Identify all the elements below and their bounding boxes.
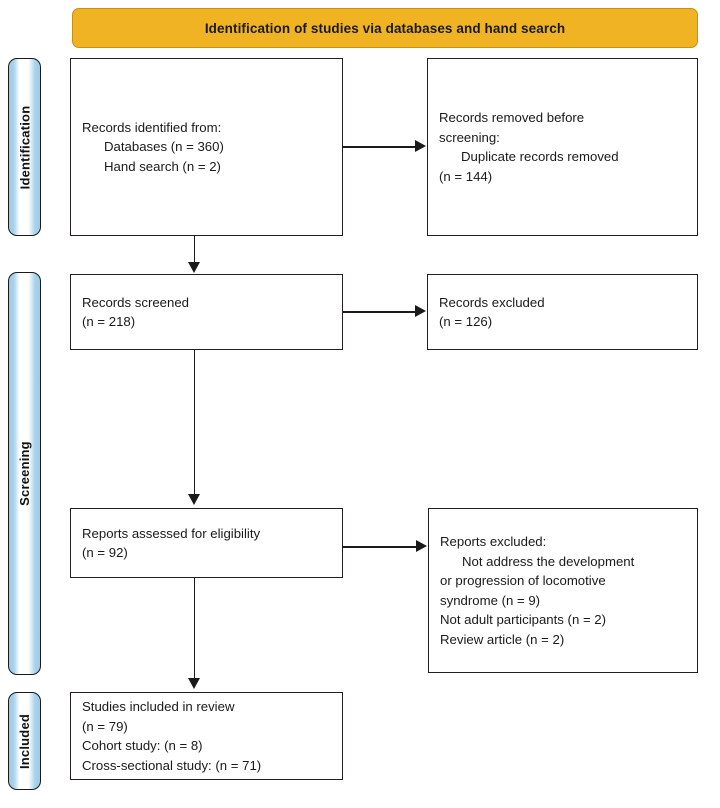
box-line: (n = 126) bbox=[439, 314, 493, 329]
box-line: Cohort study: (n = 8) bbox=[82, 738, 203, 753]
arrowhead-screened-to-excluded bbox=[415, 304, 426, 317]
box-reports-assessed: Reports assessed for eligibility (n = 92… bbox=[70, 508, 343, 578]
stage-label-identification: Identification bbox=[17, 105, 33, 189]
stage-tab-screening: Screening bbox=[8, 272, 41, 675]
box-line: Hand search (n = 2) bbox=[104, 158, 221, 174]
box-line: Reports excluded: bbox=[440, 534, 547, 549]
stage-tab-identification: Identification bbox=[8, 58, 41, 236]
box-line: Duplicate records removed bbox=[461, 149, 619, 164]
arrowhead-screened-to-assessed bbox=[187, 494, 200, 505]
box-line: syndrome (n = 9) bbox=[440, 592, 541, 608]
box-reports-excluded: Reports excluded: Not address the develo… bbox=[428, 508, 698, 673]
box-records-removed: Records removed before screening: Duplic… bbox=[427, 58, 698, 236]
box-line: Not adult participants (n = 2) bbox=[440, 612, 607, 627]
box-line: Cross-sectional study: (n = 71) bbox=[82, 757, 262, 773]
connector-assessed-to-included bbox=[193, 578, 196, 680]
arrowhead-assessed-to-included bbox=[187, 678, 200, 689]
box-line: Records screened bbox=[82, 294, 190, 310]
connector-screened-to-excluded bbox=[343, 311, 417, 313]
stage-label-included: Included bbox=[17, 713, 32, 769]
arrowhead-assessed-to-excluded bbox=[416, 539, 427, 552]
stage-label-screening: Screening bbox=[17, 441, 32, 506]
box-line: Review article (n = 2) bbox=[440, 631, 565, 647]
box-line: Not address the development bbox=[462, 553, 635, 569]
diagram-banner: Identification of studies via databases … bbox=[72, 8, 698, 48]
box-line: Databases (n = 360) bbox=[104, 139, 224, 155]
box-records-screened: Records screened (n = 218) bbox=[70, 274, 343, 350]
arrowhead-identified-to-screened bbox=[187, 262, 200, 273]
arrowhead-identified-to-removed bbox=[415, 139, 426, 152]
box-line: Records identified from: bbox=[82, 119, 222, 135]
box-line: (n = 144) bbox=[439, 168, 493, 184]
box-studies-included: Studies included in review (n = 79) Coho… bbox=[70, 692, 343, 780]
box-line: screening: bbox=[439, 129, 500, 145]
box-records-identified: Records identified from: Databases (n = … bbox=[70, 58, 343, 236]
box-line: Records excluded bbox=[439, 294, 545, 310]
connector-identified-to-removed bbox=[343, 146, 417, 148]
stage-tab-included: Included bbox=[8, 692, 41, 790]
box-line: (n = 79) bbox=[82, 718, 128, 734]
box-line: or progression of locomotive bbox=[440, 573, 606, 588]
connector-identified-to-screened bbox=[193, 236, 196, 264]
box-records-excluded: Records excluded (n = 126) bbox=[427, 274, 698, 350]
box-line: Studies included in review bbox=[82, 699, 235, 714]
box-line: (n = 92) bbox=[82, 545, 128, 560]
connector-screened-to-assessed bbox=[193, 350, 196, 496]
banner-title: Identification of studies via databases … bbox=[204, 20, 566, 36]
box-line: (n = 218) bbox=[82, 314, 136, 329]
box-line: Records removed before bbox=[439, 110, 585, 125]
connector-assessed-to-excluded bbox=[343, 546, 418, 548]
box-line: Reports assessed for eligibility bbox=[82, 525, 261, 541]
